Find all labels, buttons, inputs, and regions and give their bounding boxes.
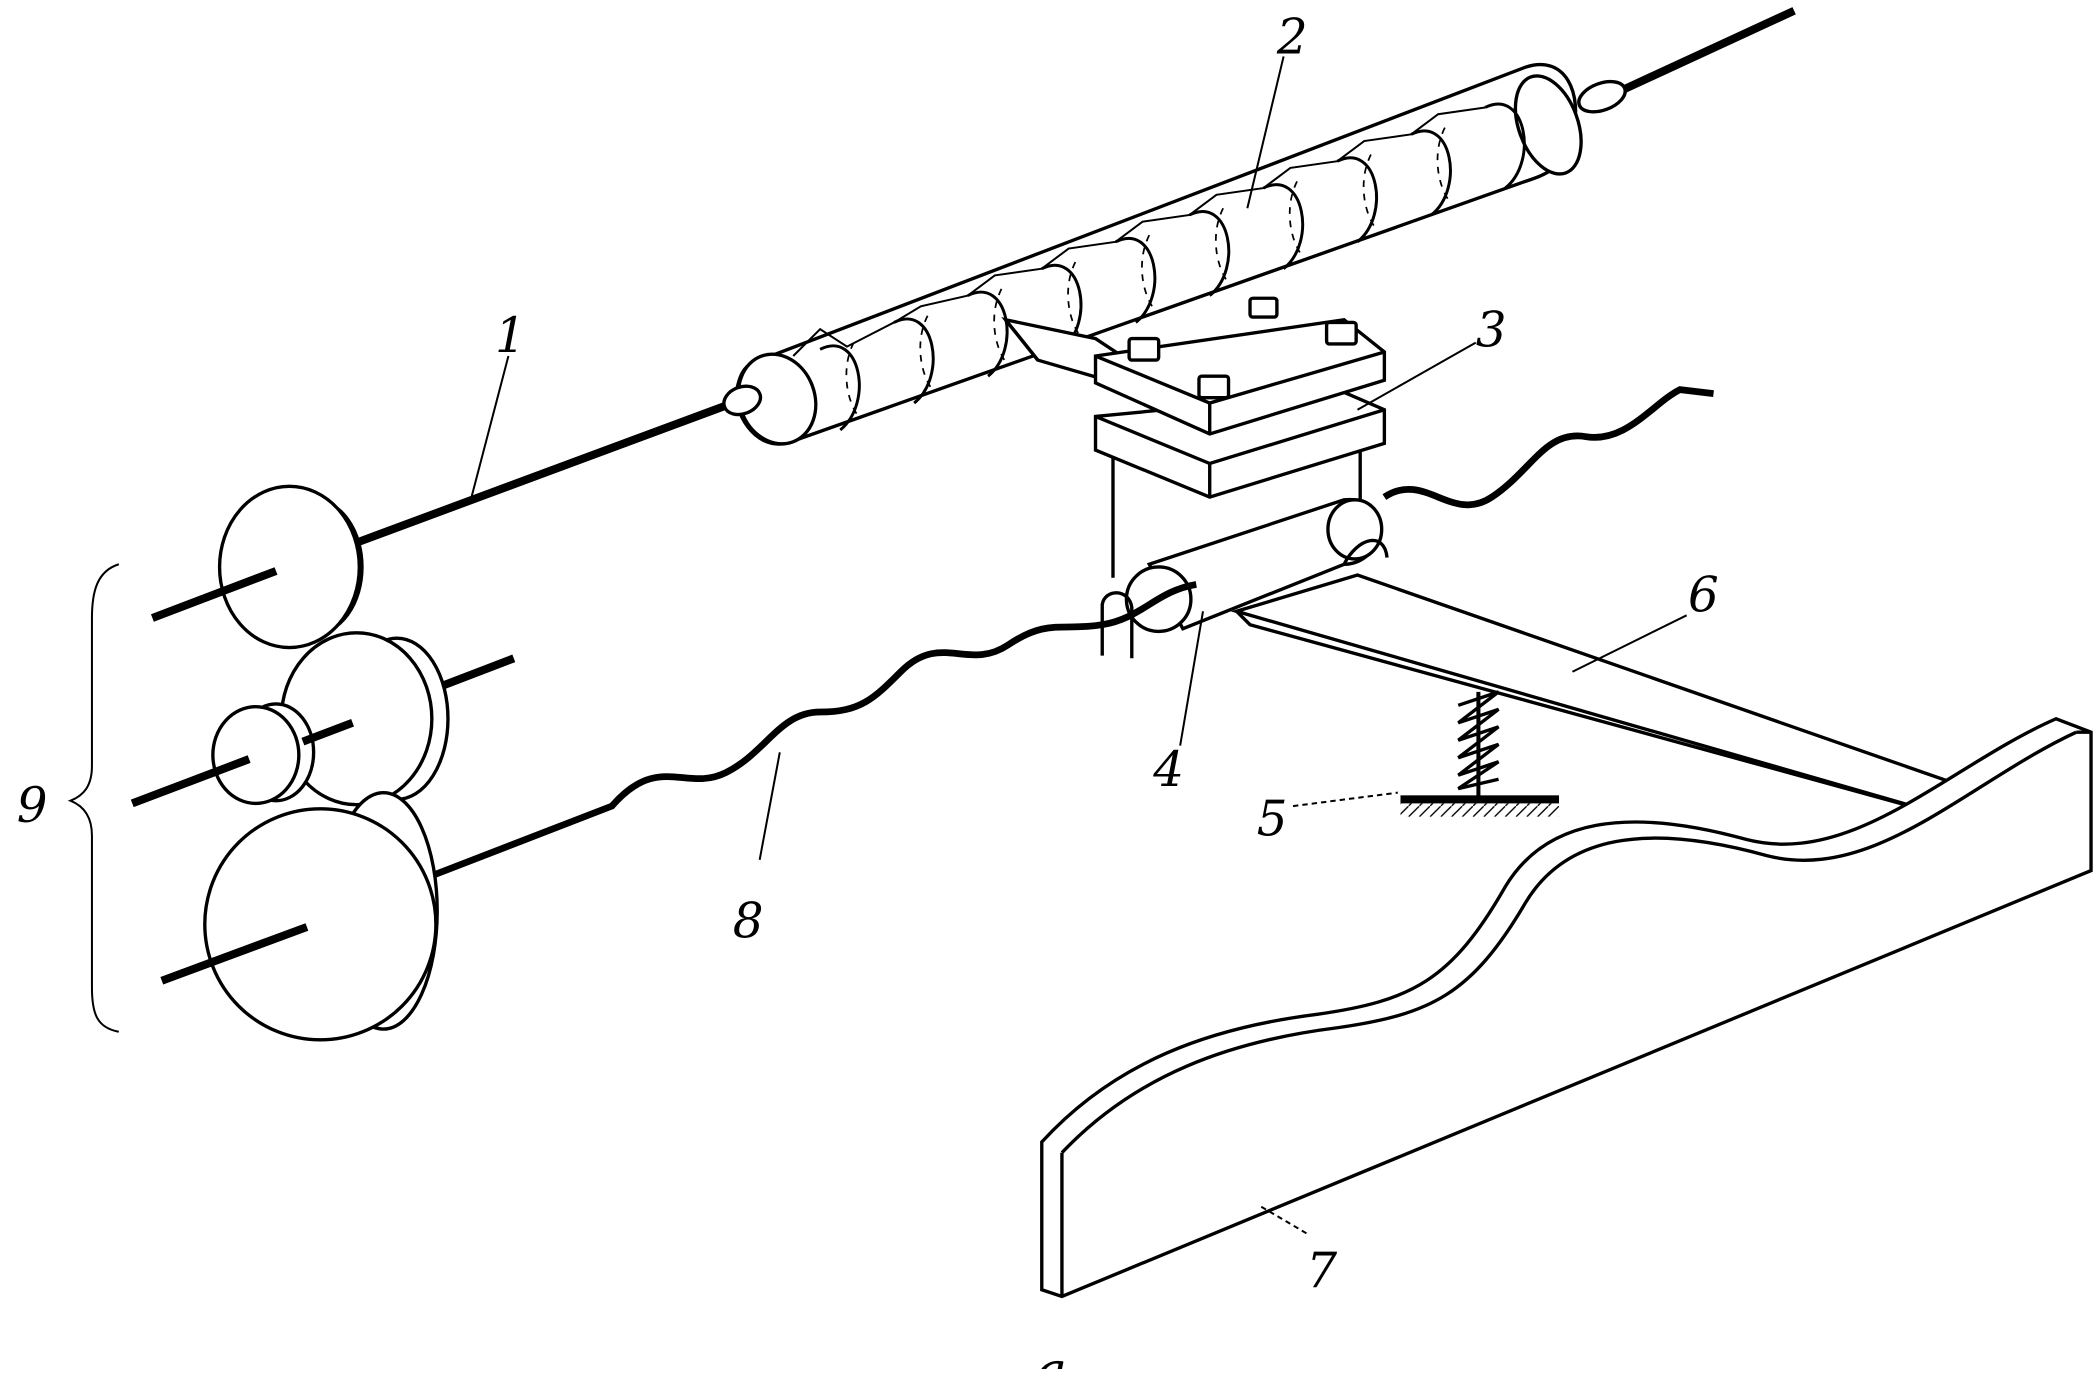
carriage-3 <box>1093 296 1387 578</box>
label-5: 5 <box>1257 792 1288 848</box>
label-8: 8 <box>733 894 764 950</box>
leader-lines <box>469 56 1688 1235</box>
lead-screw-2 <box>722 63 1627 446</box>
gear-small <box>130 702 355 808</box>
cam-template-7 <box>1040 716 2093 1299</box>
label-2: 2 <box>1276 10 1308 66</box>
figure-caption: a <box>1035 1339 1067 1369</box>
gear-bottom <box>160 790 439 1042</box>
gear-train-brace <box>67 563 120 1033</box>
workpiece-8 <box>426 386 1714 881</box>
shaft-1 <box>351 7 1796 548</box>
gear-top <box>150 484 364 650</box>
label-1: 1 <box>495 308 526 364</box>
tool-holder-4 <box>1100 498 1389 659</box>
label-3: 3 <box>1476 303 1507 359</box>
bolt-heads <box>1127 296 1358 400</box>
gear-middle <box>279 631 516 807</box>
label-9: 9 <box>17 778 48 834</box>
spring-5 <box>1400 690 1560 817</box>
label-4: 4 <box>1152 742 1184 798</box>
number-labels: 1 2 3 4 5 6 7 8 9 <box>17 10 1719 1299</box>
label-7: 7 <box>1306 1243 1337 1299</box>
lever-6 <box>1230 573 1992 825</box>
label-6: 6 <box>1688 567 1719 623</box>
gear-train-9 <box>67 484 516 1042</box>
